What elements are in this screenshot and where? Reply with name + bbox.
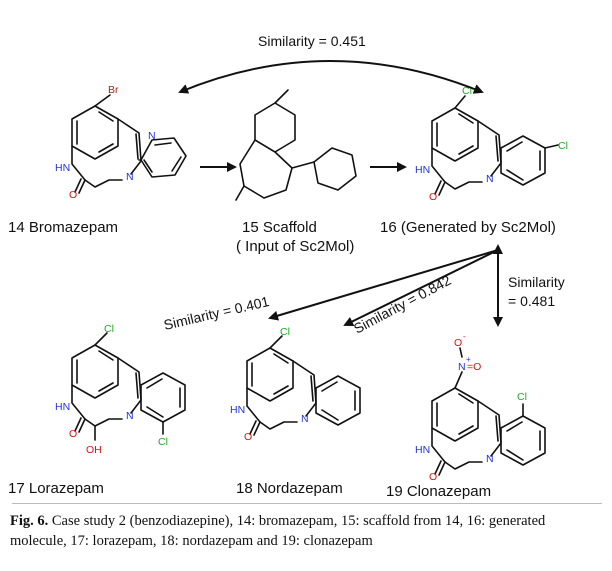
atom-cl: Cl bbox=[104, 323, 114, 335]
atom-no2-n: N bbox=[458, 361, 466, 373]
molecule-14-bromazepam: Br HN N O N 14 Bromazepam bbox=[8, 84, 187, 236]
atom-o: O bbox=[244, 431, 252, 443]
label-15-sub: ( Input of Sc2Mol) bbox=[236, 238, 354, 255]
label-16: 16 (Generated by Sc2Mol) bbox=[380, 219, 556, 236]
atom-hn: HN bbox=[55, 162, 70, 174]
figure-diagram: Br HN N O N 14 Bromazepam 15 Scaffold ( … bbox=[8, 33, 568, 500]
atom-oh: OH bbox=[86, 444, 102, 456]
atom-br: Br bbox=[108, 84, 119, 96]
molecule-15-scaffold: 15 Scaffold ( Input of Sc2Mol) bbox=[235, 89, 357, 255]
molecule-16-generated: Cl HN N O Cl 16 (Generated by Sc2Mol) bbox=[380, 85, 568, 236]
molecule-18-nordazepam: Cl HN N O 18 Nordazepam bbox=[230, 326, 361, 497]
molecule-17-lorazepam: Cl HN N O OH Cl 17 Lorazepam bbox=[8, 323, 186, 497]
atom-n: N bbox=[486, 453, 494, 465]
label-18: 18 Nordazepam bbox=[236, 480, 343, 497]
atom-n: N bbox=[486, 173, 494, 185]
similarity-16-19-line2: = 0.481 bbox=[508, 293, 555, 309]
charge-plus: + bbox=[466, 355, 471, 364]
atom-cl: Cl bbox=[280, 326, 290, 338]
label-19: 19 Clonazepam bbox=[386, 483, 491, 500]
figure-caption: Fig. 6. Case study 2 (benzodiazepine), 1… bbox=[10, 511, 605, 551]
caption-divider bbox=[12, 503, 602, 504]
atom-o: O bbox=[429, 471, 437, 483]
atom-hn: HN bbox=[230, 404, 245, 416]
atom-cl: Cl bbox=[158, 436, 168, 448]
similarity-16-18: Similarity = 0.842 bbox=[351, 272, 454, 337]
atom-o: O bbox=[429, 191, 437, 203]
atom-cl: Cl bbox=[517, 391, 527, 403]
atom-no2-eq-o: =O bbox=[467, 361, 481, 373]
atom-o: O bbox=[69, 428, 77, 440]
atom-no2-o: O bbox=[454, 337, 462, 349]
atom-cl: Cl bbox=[558, 140, 568, 152]
label-14: 14 Bromazepam bbox=[8, 219, 118, 236]
atom-n: N bbox=[126, 171, 134, 183]
atom-n: N bbox=[148, 130, 156, 142]
similarity-16-19-line1: Similarity bbox=[508, 274, 565, 290]
atom-n: N bbox=[301, 413, 309, 425]
arrow-similarity-14-16 bbox=[178, 60, 484, 94]
label-17: 17 Lorazepam bbox=[8, 480, 104, 497]
similarity-14-16: Similarity = 0.451 bbox=[258, 33, 366, 49]
caption-fig-label: Fig. 6. bbox=[10, 513, 49, 529]
label-15: 15 Scaffold bbox=[242, 219, 317, 236]
caption-text: Case study 2 (benzodiazepine), 14: broma… bbox=[10, 513, 546, 549]
similarity-16-17: Similarity = 0.401 bbox=[162, 293, 271, 333]
arrow-similarity-16-18 bbox=[343, 249, 499, 326]
atom-n: N bbox=[126, 410, 134, 422]
atom-hn: HN bbox=[55, 401, 70, 413]
charge-minus: - bbox=[463, 332, 466, 341]
atom-hn: HN bbox=[415, 164, 430, 176]
atom-o: O bbox=[69, 189, 77, 201]
arrow-similarity-16-17 bbox=[268, 249, 499, 321]
atom-hn: HN bbox=[415, 444, 430, 456]
molecule-19-clonazepam: N + =O O - HN N O Cl 19 Clonazepam bbox=[386, 332, 546, 500]
